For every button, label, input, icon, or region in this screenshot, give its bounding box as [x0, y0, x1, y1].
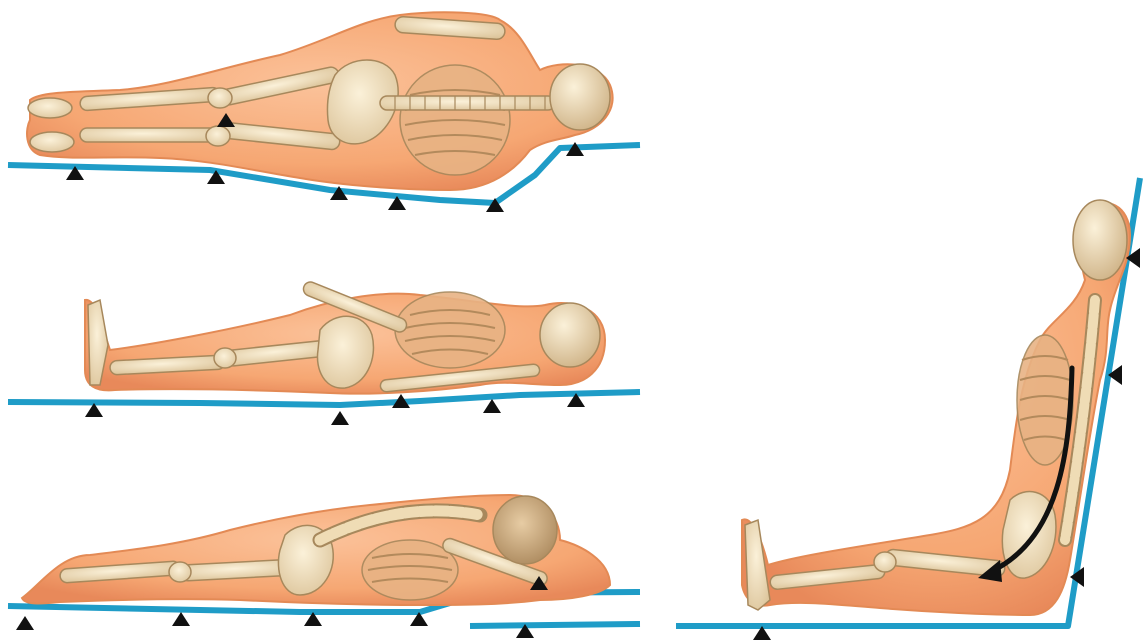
skull	[550, 64, 610, 130]
spine	[380, 96, 555, 110]
pressure-marker	[483, 399, 501, 413]
panel-supine	[8, 280, 640, 425]
pressure-marker	[16, 616, 34, 630]
panel-prone	[8, 495, 640, 638]
pressure-marker	[331, 411, 349, 425]
skull	[540, 303, 600, 367]
panel-side-lying	[8, 12, 640, 212]
skull	[1073, 200, 1127, 280]
surface-line	[8, 392, 640, 405]
pressure-marker	[172, 612, 190, 626]
surface-line-lower	[470, 624, 640, 626]
ribcage	[400, 65, 510, 175]
panel-semi-sitting	[676, 178, 1140, 640]
ribcage	[395, 292, 505, 368]
skull	[493, 496, 557, 564]
